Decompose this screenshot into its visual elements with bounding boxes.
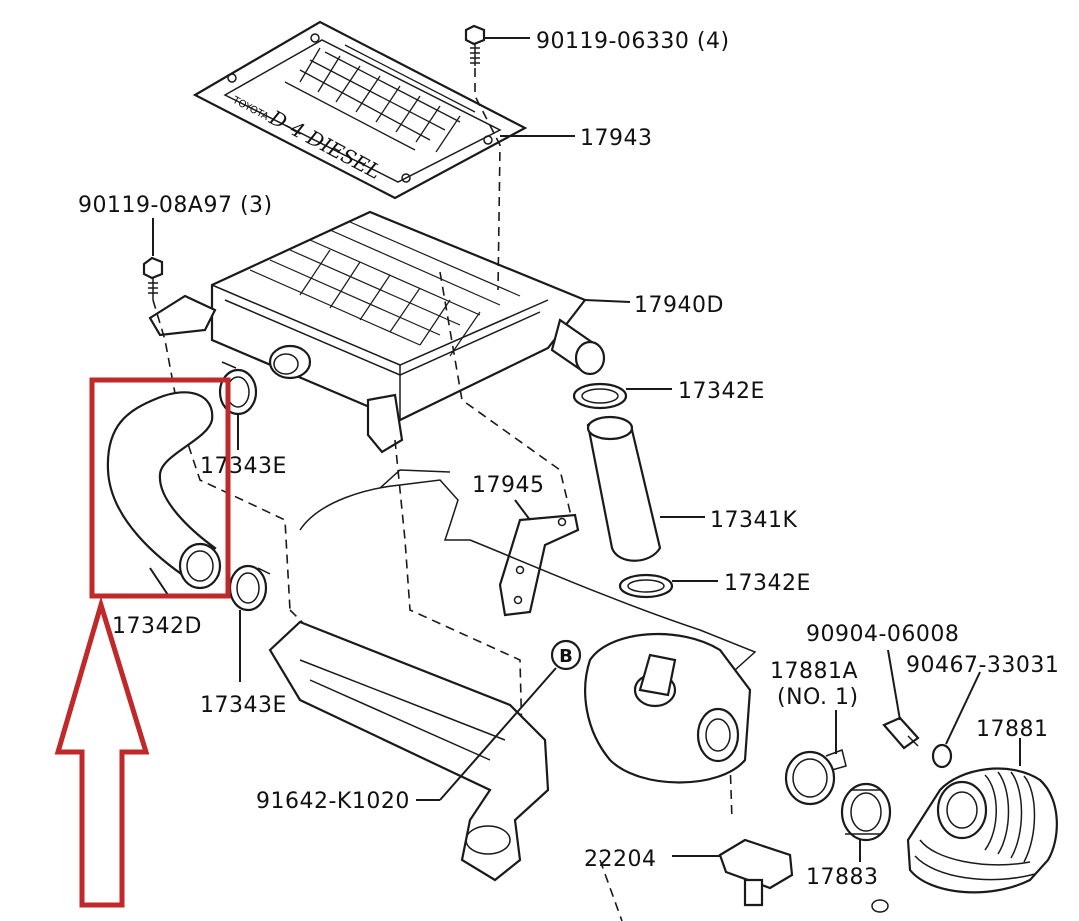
label-bracket: 17945 <box>472 473 545 498</box>
label-cover: 17943 <box>580 126 653 151</box>
hose-17883[interactable] <box>840 782 892 842</box>
hose-17341k[interactable] <box>586 415 662 562</box>
label-bolt-top: 90119-06330 (4) <box>536 29 730 54</box>
highlight-box <box>89 377 231 599</box>
svg-text:B: B <box>559 646 573 667</box>
sensor-22204[interactable] <box>718 838 889 913</box>
label-part-90904: 90904-06008 <box>806 622 959 647</box>
label-hose-intake: 17883 <box>806 865 879 890</box>
duct-91642[interactable] <box>268 620 550 882</box>
highlight-arrow <box>54 596 150 908</box>
label-clamp-no1-sub: (NO. 1) <box>777 685 859 710</box>
label-clamp-upper-right: 17342E <box>678 379 765 404</box>
label-hose-right: 17341K <box>710 508 797 533</box>
reference-marker-b: B <box>550 639 582 671</box>
clamp-17881a[interactable] <box>784 749 847 806</box>
bellows-hose-17881[interactable] <box>906 767 1058 894</box>
clamp-17342e-lower[interactable] <box>618 573 674 599</box>
air-cleaner-housing[interactable] <box>584 632 752 784</box>
label-clamp-no1: 17881A <box>770 659 858 684</box>
clamp-17343e-upper[interactable] <box>218 361 258 416</box>
bracket-17945[interactable] <box>498 513 580 617</box>
label-hose-bellows: 17881 <box>976 717 1049 742</box>
intercooler[interactable] <box>148 210 606 454</box>
label-clamp-lower-left: 17343E <box>200 693 287 718</box>
clip-90467[interactable] <box>931 743 953 769</box>
label-clamp-lower-right: 17342E <box>724 571 811 596</box>
intercooler-cover[interactable]: TOYOTA D-4 DIESEL <box>192 20 528 200</box>
leader-lines <box>149 37 1021 862</box>
label-sensor: 22204 <box>584 847 657 872</box>
label-clamp-upper-left: 17343E <box>200 454 287 479</box>
label-bolt-left: 90119-08A97 (3) <box>78 193 273 218</box>
label-part-90467: 90467-33031 <box>906 653 1059 678</box>
label-intercooler: 17940D <box>634 293 724 318</box>
clamp-17342e-upper[interactable] <box>572 382 628 410</box>
fitting-90904[interactable] <box>882 716 920 750</box>
label-hose-left: 17342D <box>112 614 202 639</box>
label-duct: 91642-K1020 <box>256 789 410 814</box>
top-bolt[interactable] <box>464 24 486 66</box>
hose-17342d[interactable] <box>106 391 222 590</box>
clamp-17343e-lower[interactable] <box>228 564 271 612</box>
left-bolt[interactable] <box>142 256 164 300</box>
